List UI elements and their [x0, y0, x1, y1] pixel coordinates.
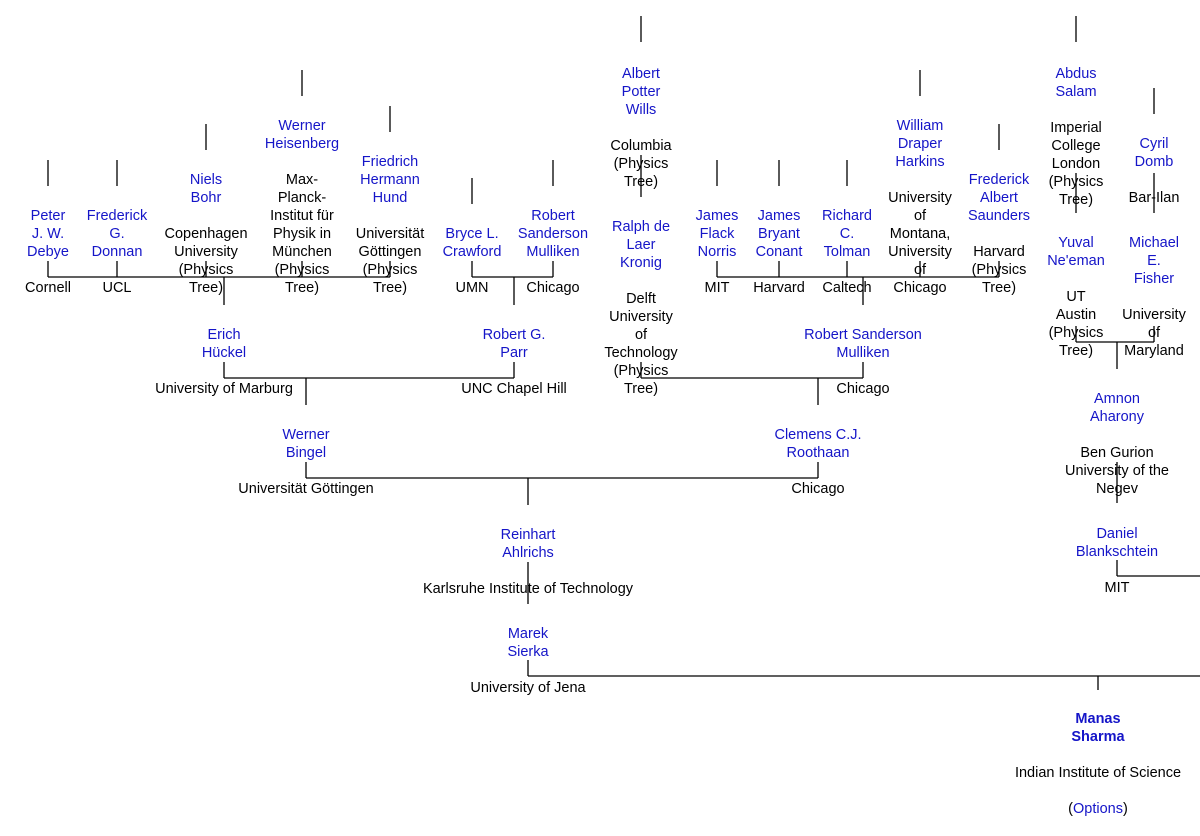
- node-clemens-roothaan: Clemens C.J. Roothaan Chicago: [758, 408, 878, 516]
- node-frederick-saunders: Frederick Albert Saunders Harvard (Physi…: [959, 153, 1039, 315]
- options-row: (Options): [1003, 800, 1193, 818]
- advisor-name-link[interactable]: James Flack Norris: [695, 208, 739, 260]
- node-abdus-salam: Abdus Salam Imperial College London (Phy…: [1036, 47, 1116, 227]
- node-bryce-crawford: Bryce L. Crawford UMN: [432, 207, 512, 315]
- institution-label: Caltech: [822, 280, 872, 296]
- advisor-name-link[interactable]: James Bryant Conant: [755, 208, 803, 260]
- institution-label: University of Marburg: [155, 381, 293, 397]
- advisor-name-link[interactable]: Clemens C.J. Roothaan: [774, 427, 862, 461]
- institution-label: MIT: [704, 280, 730, 296]
- advisor-name-link[interactable]: Werner Heisenberg: [264, 118, 340, 152]
- institution-label: Imperial College London (Physics Tree): [1048, 120, 1104, 208]
- institution-label: Cornell: [25, 280, 71, 296]
- advisor-name-link[interactable]: Richard C. Tolman: [822, 208, 872, 260]
- institution-label: UCL: [102, 280, 132, 296]
- node-niels-bohr: Niels Bohr Copenhagen University (Physic…: [156, 153, 256, 315]
- advisor-name-link[interactable]: Robert G. Parr: [482, 327, 546, 361]
- institution-label: Indian Institute of Science: [1014, 765, 1182, 781]
- institution-label: Delft University of Technology (Physics …: [604, 291, 678, 397]
- institution-label: Harvard: [753, 280, 805, 296]
- institution-label: University of Montana, University of Chi…: [888, 190, 952, 296]
- node-robert-mulliken-top: Robert Sanderson Mulliken Chicago: [508, 189, 598, 315]
- institution-label: Universität Göttingen (Physics Tree): [355, 226, 425, 296]
- node-william-harkins: William Draper Harkins University of Mon…: [880, 99, 960, 315]
- institution-label: Ben Gurion University of the Negev: [1065, 445, 1169, 497]
- advisor-name-link[interactable]: Robert Sanderson Mulliken: [517, 208, 589, 260]
- institution-label: Copenhagen University (Physics Tree): [164, 226, 248, 296]
- advisor-name-link[interactable]: Abdus Salam: [1055, 66, 1097, 100]
- institution-label: UT Austin (Physics Tree): [1048, 289, 1104, 359]
- institution-label: Columbia (Physics Tree): [610, 138, 672, 190]
- advisor-name-link[interactable]: Marek Sierka: [507, 626, 549, 660]
- advisor-name-link[interactable]: Michael E. Fisher: [1129, 235, 1179, 287]
- institution-label: University of Jena: [470, 680, 586, 696]
- advisor-name-link[interactable]: Yuval Ne'eman: [1047, 235, 1105, 269]
- options-close-paren: ): [1122, 801, 1128, 817]
- institution-label: Chicago: [526, 280, 580, 296]
- institution-label: UNC Chapel Hill: [461, 381, 567, 397]
- institution-label: MIT: [1104, 580, 1130, 596]
- tree-connector-lines: [47, 16, 1200, 690]
- advisor-name-link[interactable]: Frederick G. Donnan: [86, 208, 148, 260]
- advisor-name-link[interactable]: Bryce L. Crawford: [442, 226, 502, 260]
- node-peter-debye: Peter J. W. Debye Cornell: [8, 189, 88, 315]
- person-name-link[interactable]: Manas Sharma: [1071, 711, 1125, 745]
- advisor-name-link[interactable]: William Draper Harkins: [895, 118, 945, 170]
- advisor-name-link[interactable]: Reinhart Ahlrichs: [500, 527, 556, 561]
- institution-label: University of Maryland: [1122, 307, 1186, 359]
- advisor-name-link[interactable]: Friedrich Hermann Hund: [360, 154, 420, 206]
- advisor-name-link[interactable]: Frederick Albert Saunders: [967, 172, 1031, 224]
- advisor-name-link[interactable]: Ralph de Laer Kronig: [611, 219, 671, 271]
- node-james-conant: James Bryant Conant Harvard: [749, 189, 809, 315]
- advisor-name-link[interactable]: Werner Bingel: [282, 427, 330, 461]
- node-reinhart-ahlrichs: Reinhart Ahlrichs Karlsruhe Institute of…: [403, 508, 653, 616]
- node-manas-sharma: Manas Sharma Indian Institute of Science…: [1003, 692, 1193, 836]
- advisor-name-link[interactable]: Erich Hückel: [201, 327, 247, 361]
- node-robert-parr: Robert G. Parr UNC Chapel Hill: [449, 308, 579, 416]
- institution-label: Karlsruhe Institute of Technology: [422, 581, 634, 597]
- node-michael-fisher: Michael E. Fisher University of Maryland: [1114, 216, 1194, 378]
- node-yuval-neeman: Yuval Ne'eman UT Austin (Physics Tree): [1041, 216, 1111, 378]
- node-werner-heisenberg: Werner Heisenberg Max- Planck- Institut …: [252, 99, 352, 315]
- node-werner-bingel: Werner Bingel Universität Göttingen: [221, 408, 391, 516]
- advisor-name-link[interactable]: Cyril Domb: [1134, 136, 1174, 170]
- node-ralph-kronig: Ralph de Laer Kronig Delft University of…: [596, 200, 686, 416]
- institution-label: Max- Planck- Institut für Physik in Münc…: [270, 172, 334, 296]
- node-erich-huckel: Erich Hückel University of Marburg: [139, 308, 309, 416]
- advisor-name-link[interactable]: Albert Potter Wills: [621, 66, 661, 118]
- advisor-name-link[interactable]: Robert Sanderson Mulliken: [804, 327, 922, 361]
- institution-label: Bar-Ilan: [1128, 190, 1180, 206]
- node-frederick-donnan: Frederick G. Donnan UCL: [77, 189, 157, 315]
- institution-label: UMN: [455, 280, 489, 296]
- advisor-name-link[interactable]: Niels Bohr: [189, 172, 223, 206]
- node-albert-wills: Albert Potter Wills Columbia (Physics Tr…: [601, 47, 681, 209]
- node-marek-sierka: Marek Sierka University of Jena: [448, 607, 608, 715]
- advisor-name-link[interactable]: Daniel Blankschtein: [1075, 526, 1159, 560]
- institution-label: Chicago: [791, 481, 845, 497]
- institution-label: Universität Göttingen: [238, 481, 374, 497]
- node-daniel-blankschtein: Daniel Blankschtein MIT: [1062, 507, 1172, 615]
- advisor-name-link[interactable]: Amnon Aharony: [1089, 391, 1144, 425]
- options-link[interactable]: Options: [1073, 801, 1123, 817]
- node-friedrich-hund: Friedrich Hermann Hund Universität Götti…: [345, 135, 435, 315]
- node-richard-tolman: Richard C. Tolman Caltech: [814, 189, 880, 315]
- node-cyril-domb: Cyril Domb Bar-Ilan: [1119, 117, 1189, 225]
- institution-label: Chicago: [836, 381, 890, 397]
- advisor-name-link[interactable]: Peter J. W. Debye: [27, 208, 69, 260]
- node-robert-mulliken-mid: Robert Sanderson Mulliken Chicago: [788, 308, 938, 416]
- node-amnon-aharony: Amnon Aharony Ben Gurion University of t…: [1052, 372, 1182, 516]
- institution-label: Harvard (Physics Tree): [971, 244, 1027, 296]
- node-james-norris: James Flack Norris MIT: [687, 189, 747, 315]
